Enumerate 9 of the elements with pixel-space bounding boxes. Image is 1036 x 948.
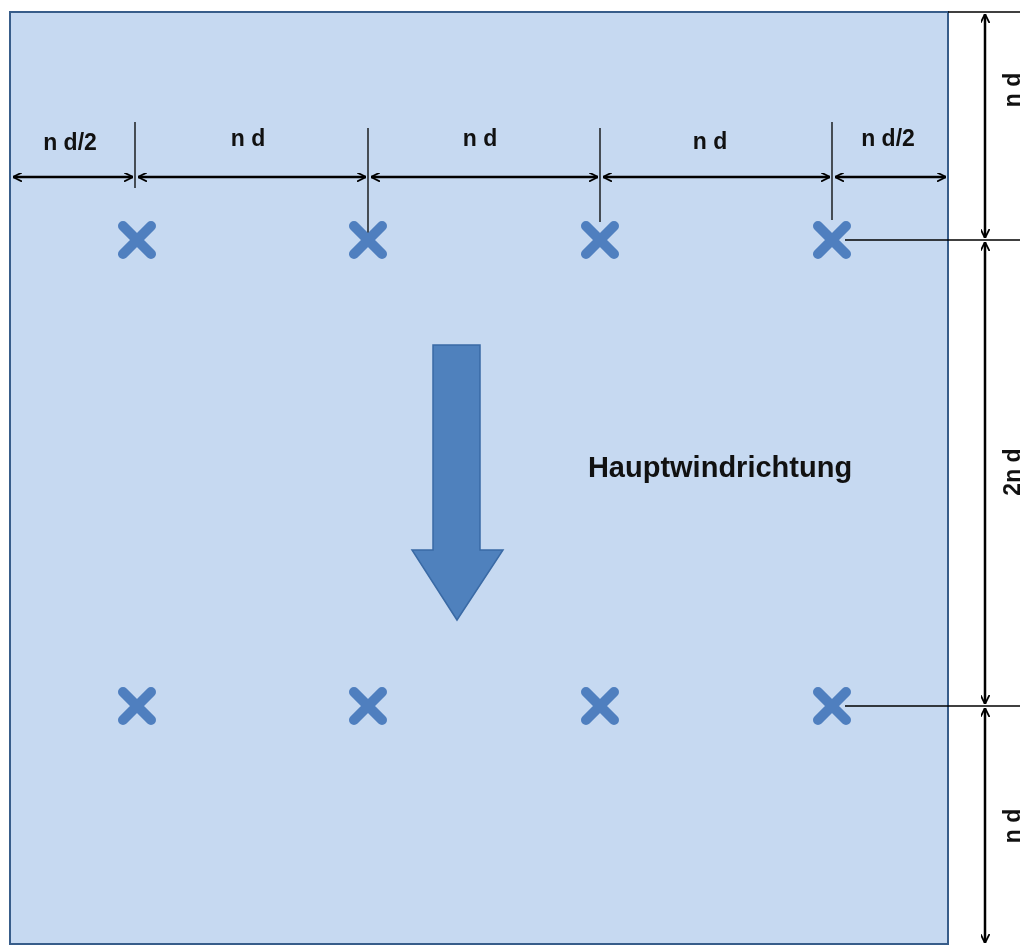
direction-label: Hauptwindrichtung	[587, 452, 853, 482]
dimension-label: n d	[1000, 808, 1024, 844]
dimension-label: n d/2	[43, 130, 97, 154]
dimension-label: n d	[230, 126, 266, 150]
dimension-label: n d	[1000, 72, 1024, 108]
dimension-label: 2n d	[1000, 448, 1024, 496]
dimension-label: n d/2	[861, 126, 915, 150]
dimension-label: n d	[462, 126, 498, 150]
dimension-label: n d	[692, 129, 728, 153]
